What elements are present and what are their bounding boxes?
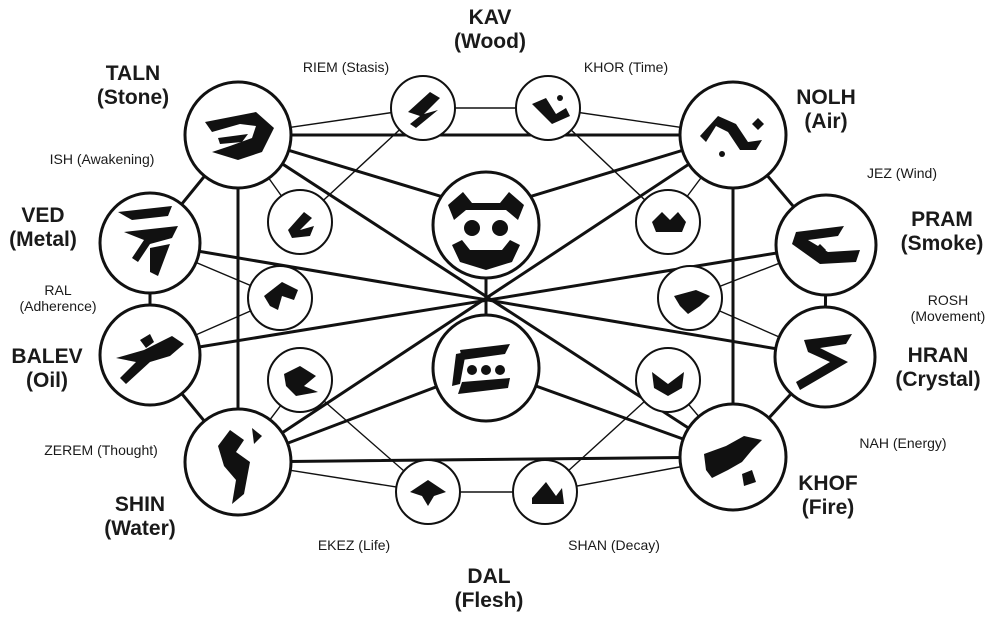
label-dal: DAL(Flesh) <box>454 565 524 613</box>
label-ekez: EKEZ (Life) <box>317 537 391 553</box>
label-nah: NAH (Energy) <box>859 435 947 451</box>
rosh-glyph-icon <box>674 290 710 314</box>
taln-glyph-icon <box>205 112 274 160</box>
dal-glyph-icon <box>452 344 510 394</box>
label-nolh: NOLH(Air) <box>796 86 856 134</box>
balev-glyph-icon <box>116 334 184 384</box>
label-riem: RIEM (Stasis) <box>302 59 390 75</box>
label-kav: KAV(Wood) <box>454 6 526 54</box>
shin-glyph-icon <box>218 428 262 504</box>
node-pram <box>774 193 878 297</box>
label-khor: KHOR (Time) <box>583 59 669 75</box>
nah-glyph-icon <box>652 372 684 396</box>
nolh-glyph-icon <box>700 116 764 157</box>
glyphs <box>116 92 860 506</box>
hran-glyph-icon <box>796 334 852 390</box>
node-nah <box>635 347 701 413</box>
riem-glyph-icon <box>408 92 440 128</box>
node-taln <box>183 80 293 190</box>
label-shan: SHAN (Decay) <box>568 537 660 553</box>
shan-glyph-icon <box>532 482 564 504</box>
ved-glyph-icon <box>118 206 178 276</box>
label-balev: BALEV(Oil) <box>11 345 83 393</box>
zerem-glyph-icon <box>284 366 318 396</box>
label-shin: SHIN(Water) <box>104 493 176 541</box>
label-ral: RAL(Adherence) <box>19 282 97 315</box>
label-zerem: ZEREM (Thought) <box>44 442 158 458</box>
kav-glyph-icon <box>448 192 524 270</box>
jez-glyph-icon <box>652 212 686 232</box>
label-pram: PRAM(Smoke) <box>900 208 984 256</box>
label-rosh: ROSH(Movement) <box>910 292 986 325</box>
ish-glyph-icon <box>288 212 314 238</box>
khor-glyph-icon <box>532 95 570 124</box>
label-jez: JEZ (Wind) <box>867 165 937 181</box>
label-ish: ISH (Awakening) <box>49 151 155 167</box>
label-taln: TALN(Stone) <box>96 62 170 110</box>
label-hran: HRAN(Crystal) <box>895 344 981 392</box>
khof-glyph-icon <box>704 436 762 486</box>
label-ved: VED(Metal) <box>9 204 77 252</box>
ral-glyph-icon <box>264 282 298 310</box>
pram-glyph-icon <box>792 226 860 264</box>
ekez-glyph-icon <box>410 480 446 506</box>
label-khof: KHOF(Fire) <box>798 472 858 520</box>
